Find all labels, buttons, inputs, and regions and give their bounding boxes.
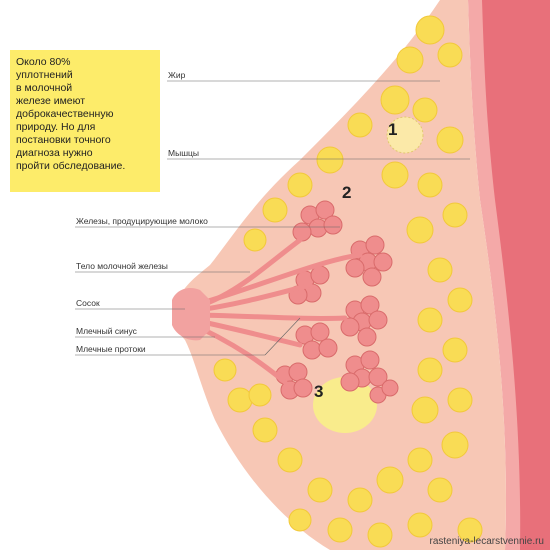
fat-lobules — [213, 15, 483, 548]
label-sinus: Млечный синус — [76, 326, 137, 336]
chest-wall-muscle — [482, 0, 550, 550]
footer-url: rasteniya-lecarstvennie.ru — [429, 536, 545, 547]
breast-body — [174, 0, 506, 550]
nodule-1 — [386, 116, 424, 154]
marker-3: 3 — [314, 382, 324, 401]
label-fat: Жир — [168, 70, 186, 80]
marker-1: 1 — [388, 120, 398, 139]
nipple — [172, 288, 210, 341]
label-body: Тело молочной железы — [76, 261, 168, 271]
label-ducts: Млечные протоки — [76, 344, 146, 354]
nodule-3 — [313, 377, 377, 433]
leader-lines — [75, 80, 470, 356]
label-nipple: Сосок — [76, 298, 100, 308]
milk-glands — [275, 200, 399, 404]
marker-2: 2 — [342, 183, 352, 202]
info-note: Около 80% уплотнений в молочной железе и… — [10, 50, 160, 192]
label-glands: Железы, продуцирующие молоко — [76, 216, 208, 226]
label-muscles: Мышцы — [168, 148, 199, 158]
